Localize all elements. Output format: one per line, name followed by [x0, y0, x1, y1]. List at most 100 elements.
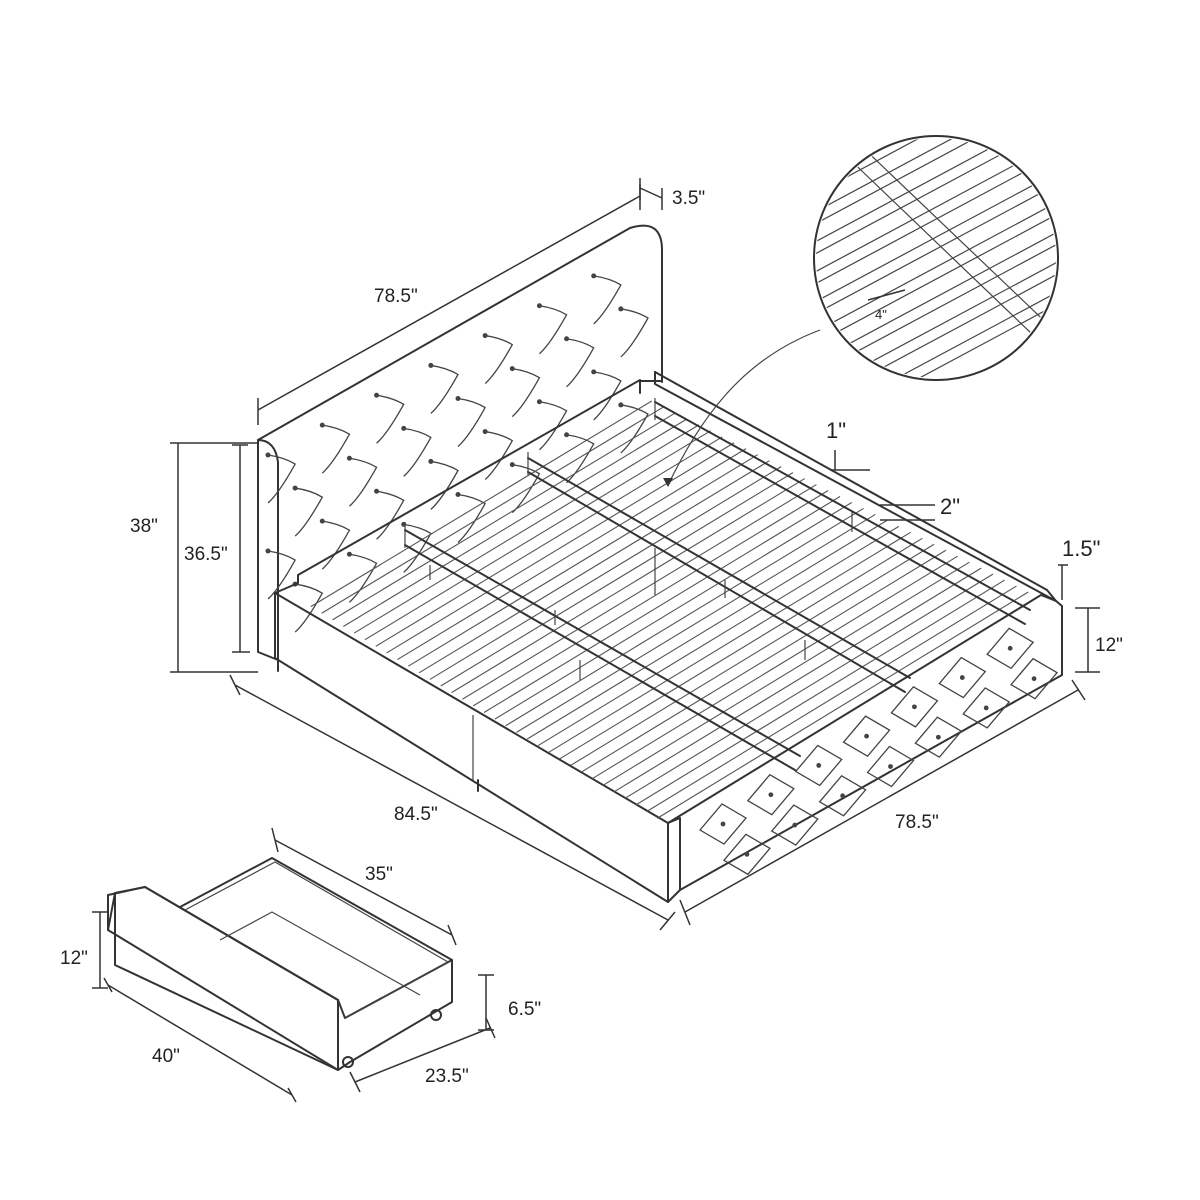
label-headboard-width: 78.5" [374, 286, 418, 307]
tuft-diamond [403, 523, 432, 573]
label-headboard-height-total: 38" [130, 516, 158, 537]
tuft-button [509, 366, 515, 372]
detail-slat [800, 0, 1080, 70]
foot-tuft-button [935, 734, 941, 740]
slat-platform [310, 400, 1029, 819]
slat [548, 531, 911, 753]
bed-frame [274, 371, 1063, 903]
foot-tuft [842, 715, 891, 757]
slat [343, 418, 688, 627]
slat [646, 585, 1017, 813]
detail-slat [800, 0, 1080, 130]
tuft-diamond [538, 401, 568, 451]
tuft-button [319, 422, 325, 428]
tuft-diamond [484, 334, 514, 385]
tuft-button [346, 455, 352, 461]
slat [591, 555, 958, 780]
slat [570, 543, 935, 766]
slat [656, 591, 1029, 819]
tuft-button [536, 399, 542, 405]
slat [635, 579, 1005, 806]
slat [353, 424, 700, 634]
tuft-button [455, 492, 461, 497]
detail-slat [800, 0, 1080, 40]
tuft-diamond [484, 430, 514, 481]
label-drawer-length: 35" [365, 864, 393, 885]
slat [429, 466, 782, 680]
slat [624, 573, 994, 799]
detail-slat-edge [800, 0, 1080, 52]
tuft-diamond [566, 338, 595, 388]
slat [505, 507, 864, 727]
foot-tuft-button [912, 704, 917, 710]
tuft-button [374, 488, 380, 494]
detail-slat-edge [816, 138, 1056, 263]
detail-slat-edge [816, 261, 1056, 378]
foot-tuft [890, 686, 939, 728]
slat [472, 490, 829, 707]
foot-tuft-button [1007, 645, 1013, 651]
tuft-diamond [511, 367, 541, 418]
tuft-button [455, 396, 461, 401]
slat [483, 496, 841, 713]
foot-tuft [818, 774, 867, 817]
slat [440, 472, 794, 687]
tuft-diamond [267, 550, 297, 600]
slat [397, 448, 747, 661]
tuft-button [428, 458, 434, 464]
slat [602, 561, 970, 786]
detail-slat-edge [816, 138, 1056, 173]
label-slat-thickness: 1" [826, 418, 846, 443]
tuft-button [618, 306, 624, 312]
tuft-diamond [348, 553, 378, 603]
detail-slat [816, 138, 1056, 251]
tuft-button [265, 452, 271, 458]
foot-tuft-button [888, 764, 893, 769]
tuft-diamond [294, 487, 324, 537]
label-rail-top: 1.5" [1062, 536, 1100, 561]
foot-tuft [699, 803, 747, 845]
tuft-diamond [430, 460, 459, 510]
tuft-diamond [294, 583, 324, 633]
label-rail-height: 2" [940, 494, 960, 519]
storage-drawer [107, 857, 453, 1071]
dimension-labels: 3.5" 78.5" 38" 36.5" 4" 1" 2" 1.5" 12" 8… [60, 188, 1123, 1087]
foot-tuft [938, 656, 987, 699]
center-support-beams [404, 398, 1031, 771]
tuft-diamond [620, 308, 649, 358]
label-slat-gap: 4" [875, 307, 887, 322]
foot-tuft-button [983, 705, 989, 711]
foot-tuft-button [792, 822, 798, 828]
slat [494, 502, 853, 720]
tuft-button [482, 333, 488, 339]
label-frame-height: 12" [1095, 635, 1123, 656]
detail-slat [816, 219, 1056, 371]
detail-slat-edge [816, 141, 1056, 293]
tuft-diamond [321, 520, 351, 570]
slat [407, 454, 758, 667]
slat [581, 549, 947, 773]
foot-tuft-button [1031, 676, 1037, 682]
slat [418, 460, 770, 674]
detail-slat-edge [816, 201, 1056, 353]
slat [516, 513, 876, 733]
foot-tuft [962, 687, 1011, 729]
tuft-button [509, 462, 515, 468]
label-bed-width: 78.5" [895, 812, 939, 833]
slat [527, 519, 888, 740]
headboard [257, 224, 663, 661]
foot-tuft-button [768, 792, 774, 798]
detail-slat-edge [816, 231, 1056, 378]
foot-tuft [794, 744, 843, 787]
tuft-button [591, 273, 597, 279]
detail-slat-edge [816, 171, 1056, 323]
tuft-diamond [457, 493, 487, 543]
detail-slat-edge [800, 0, 1080, 112]
tuft-diamond [593, 275, 622, 325]
tuft-diamond [376, 490, 405, 540]
tuft-button [346, 551, 352, 557]
tuft-diamond [267, 454, 297, 504]
detail-slat [816, 189, 1056, 341]
foot-tuft-button [840, 793, 846, 799]
